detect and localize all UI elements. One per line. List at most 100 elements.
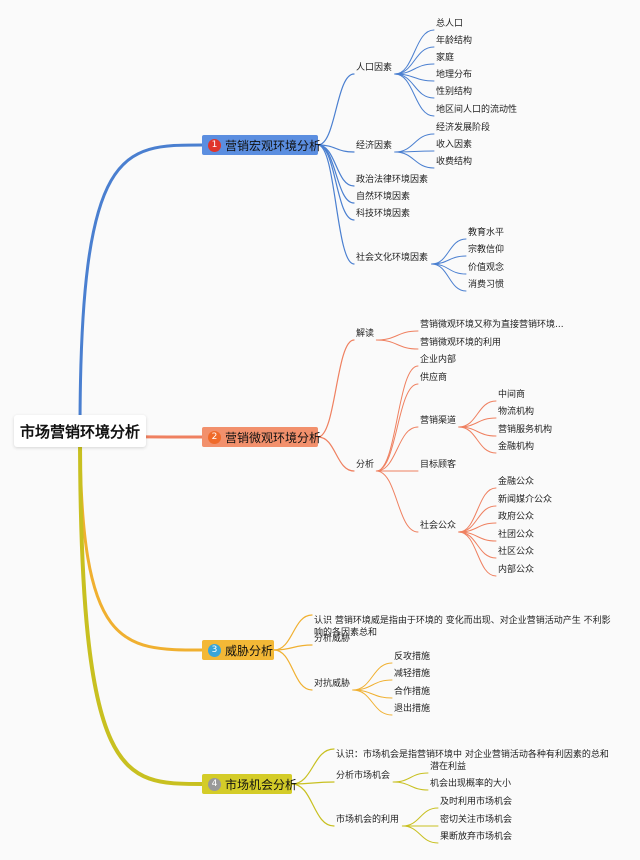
- subtopic-node[interactable]: 合作措施: [394, 687, 431, 697]
- subtopic-node[interactable]: 营销渠道: [420, 416, 457, 426]
- leaf-connector: [458, 505, 497, 533]
- branch-connector: [291, 781, 335, 785]
- subtopic-node[interactable]: 及时利用市场机会: [440, 797, 513, 807]
- subtopic-connector: [431, 263, 467, 292]
- subtopic-connector: [375, 339, 419, 350]
- subtopic-node[interactable]: 营销微观环境又称为直接营销环境...: [420, 320, 564, 330]
- subtopic-node[interactable]: 退出措施: [394, 704, 431, 714]
- subtopic-node[interactable]: 地区间人口的流动性: [436, 105, 518, 115]
- branch-connector: [317, 436, 355, 472]
- leaf-node[interactable]: 社区公众: [498, 547, 535, 557]
- subtopic-connector: [352, 679, 393, 691]
- branch-connector: [317, 144, 355, 221]
- subtopic-connector: [375, 365, 419, 472]
- subtopic-node[interactable]: 目标顾客: [420, 460, 457, 470]
- topic-node[interactable]: 科技环境因素: [356, 209, 411, 219]
- branch-threat-analysis[interactable]: 3 威胁分析: [202, 640, 274, 660]
- topic-node[interactable]: 分析: [356, 460, 375, 470]
- branch-connector: [273, 614, 313, 651]
- branch-connector: [317, 144, 355, 265]
- topic-node[interactable]: 分析市场机会: [336, 771, 391, 781]
- subtopic-connector: [375, 470, 419, 533]
- topic-node[interactable]: 认识：市场机会是指营销环境中 对企业营销活动各种有利因素的总和: [336, 750, 609, 760]
- topic-node[interactable]: 人口因素: [356, 63, 393, 73]
- branch-connector: [291, 783, 335, 827]
- subtopic-connector: [392, 781, 429, 791]
- subtopic-node[interactable]: 社会公众: [420, 521, 457, 531]
- branch-connector: [317, 144, 355, 204]
- subtopic-node[interactable]: 企业内部: [420, 355, 457, 365]
- leaf-connector: [458, 531, 497, 577]
- subtopic-node[interactable]: 收入因素: [436, 140, 473, 150]
- subtopic-node[interactable]: 消费习惯: [468, 280, 505, 290]
- leaf-node[interactable]: 社团公众: [498, 530, 535, 540]
- subtopic-connector: [401, 807, 439, 827]
- subtopic-node[interactable]: 价值观念: [468, 263, 505, 273]
- subtopic-node[interactable]: 年龄结构: [436, 36, 473, 46]
- leaf-node[interactable]: 物流机构: [498, 407, 535, 417]
- subtopic-connector: [431, 238, 467, 265]
- subtopic-connector: [394, 151, 435, 169]
- subtopic-node[interactable]: 性别结构: [436, 87, 473, 97]
- leaf-node[interactable]: 中间商: [498, 390, 526, 400]
- leaf-connector: [458, 426, 497, 454]
- topic-node[interactable]: 解读: [356, 329, 375, 339]
- branch-connector: [317, 73, 355, 146]
- root-connector: [78, 429, 204, 652]
- subtopic-node[interactable]: 果断放弃市场机会: [440, 832, 513, 842]
- subtopic-node[interactable]: 教育水平: [468, 228, 505, 238]
- leaf-node[interactable]: 金融机构: [498, 442, 535, 452]
- branch-micro-environment[interactable]: 2 营销微观环境分析: [202, 427, 322, 447]
- root-topic[interactable]: 市场营销环境分析: [14, 415, 146, 447]
- leaf-node[interactable]: 政府公众: [498, 512, 535, 522]
- subtopic-node[interactable]: 宗教信仰: [468, 245, 505, 255]
- number-badge-icon: 1: [208, 138, 221, 152]
- branch-connector: [317, 339, 355, 438]
- leaf-connector: [458, 487, 497, 533]
- subtopic-node[interactable]: 地理分布: [436, 70, 473, 80]
- leaf-node[interactable]: 营销服务机构: [498, 425, 553, 435]
- subtopic-node[interactable]: 减轻措施: [394, 669, 431, 679]
- topic-node[interactable]: 经济因素: [356, 141, 393, 151]
- topic-node[interactable]: 分析威胁: [314, 634, 351, 644]
- subtopic-connector: [375, 330, 419, 341]
- topic-node[interactable]: 对抗威胁: [314, 679, 351, 689]
- subtopic-connector: [431, 263, 467, 275]
- subtopic-node[interactable]: 营销微观环境的利用: [420, 338, 502, 348]
- topic-node[interactable]: 政治法律环境因素: [356, 175, 429, 185]
- root-connector: [78, 143, 204, 433]
- subtopic-node[interactable]: 供应商: [420, 373, 448, 383]
- branch-label: 市场机会分析: [225, 777, 298, 792]
- subtopic-node[interactable]: 经济发展阶段: [436, 123, 491, 133]
- branch-connector: [291, 748, 335, 785]
- subtopic-node[interactable]: 机会出现概率的大小: [430, 779, 512, 789]
- branch-macro-environment[interactable]: 1 营销宏观环境分析: [202, 135, 322, 155]
- subtopic-connector: [394, 133, 435, 153]
- subtopic-connector: [352, 662, 393, 691]
- subtopic-connector: [375, 426, 419, 472]
- number-badge-icon: 2: [208, 430, 221, 444]
- topic-node[interactable]: 自然环境因素: [356, 192, 411, 202]
- subtopic-node[interactable]: 潜在利益: [430, 762, 467, 772]
- topic-node[interactable]: 认识 营销环境威是指由于环境的 变化而出现、对企业营销活动产生 不利影响的各因素…: [314, 616, 611, 638]
- branch-connector: [273, 644, 313, 651]
- branch-connector: [273, 649, 313, 691]
- subtopic-node[interactable]: 反攻措施: [394, 652, 431, 662]
- subtopic-connector: [375, 383, 419, 472]
- leaf-node[interactable]: 新闻媒介公众: [498, 495, 553, 505]
- branch-label: 营销微观环境分析: [225, 430, 322, 445]
- subtopic-connector: [394, 73, 435, 117]
- branch-label: 营销宏观环境分析: [225, 138, 322, 153]
- topic-node[interactable]: 社会文化环境因素: [356, 253, 429, 263]
- branch-label: 威胁分析: [225, 643, 274, 658]
- subtopic-node[interactable]: 家庭: [436, 53, 455, 63]
- subtopic-node[interactable]: 收费结构: [436, 157, 473, 167]
- leaf-node[interactable]: 金融公众: [498, 477, 535, 487]
- topic-node[interactable]: 市场机会的利用: [336, 815, 400, 825]
- subtopic-node[interactable]: 总人口: [436, 19, 464, 29]
- leaf-node[interactable]: 内部公众: [498, 565, 535, 575]
- subtopic-node[interactable]: 密切关注市场机会: [440, 815, 513, 825]
- leaf-connector: [458, 400, 497, 428]
- branch-opportunity-analysis[interactable]: 4 市场机会分析: [202, 774, 297, 794]
